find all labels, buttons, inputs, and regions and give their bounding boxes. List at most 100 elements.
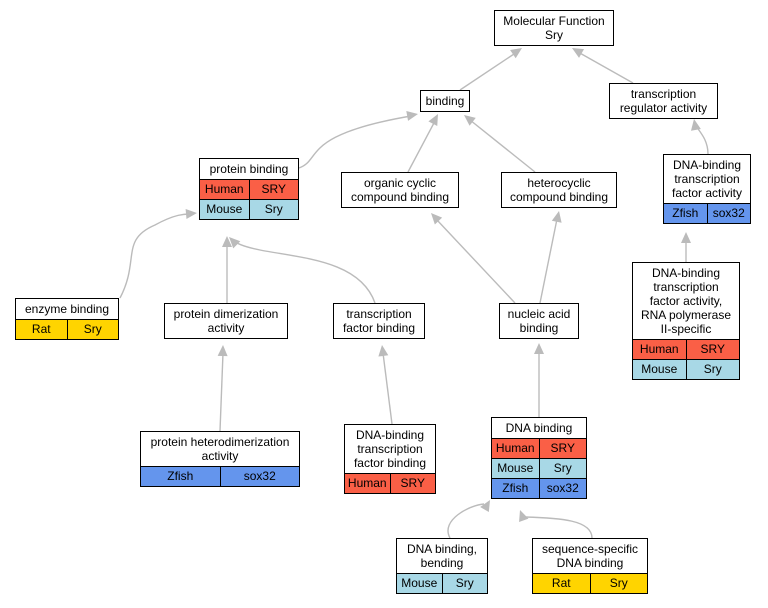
gene-cell: SRY [685,340,739,359]
species-cell: Zfish [492,479,539,498]
annotation-row: Mouse Sry [397,573,487,593]
edge [447,503,485,539]
edge-arrowhead [217,345,228,357]
edge-arrowhead [464,115,476,126]
edge [298,115,412,169]
species-cell: Mouse [200,200,249,219]
annotation-row: Zfish sox32 [141,466,299,486]
annotation-row: Human SRY [200,179,298,199]
edge-arrowhead [428,114,438,127]
edge [695,125,709,155]
annotation-row: Human SRY [633,339,739,359]
gene-cell: Sry [66,320,118,339]
node-label: protein heterodimerization activity [150,435,290,463]
node-nucleic-acid-binding[interactable]: nucleic acid binding [499,303,579,339]
annotation-row: Human SRY [345,473,435,493]
node-label: DNA-binding transcription factor binding [353,428,427,470]
node-enzyme-binding[interactable]: enzyme binding Rat Sry [15,298,119,340]
node-dna-binding[interactable]: DNA binding Human SRY Mouse Sry Zfish so… [491,417,587,499]
node-label: sequence-specific DNA binding [541,542,639,570]
edge [577,51,634,84]
gene-cell: sox32 [538,479,586,498]
node-transcription-factor-binding[interactable]: transcription factor binding [333,303,425,339]
edge [436,219,516,304]
node-organic-cyclic-compound-binding[interactable]: organic cyclic compound binding [341,172,459,208]
gene-cell: sox32 [706,204,750,223]
edge-arrowhead [510,48,522,59]
node-label: protein binding [209,162,289,176]
species-cell: Zfish [141,467,220,486]
node-protein-heterodimerization-activity[interactable]: protein heterodimerization activity Zfis… [140,431,300,487]
species-cell: Zfish [664,204,707,223]
annotation-row: Mouse Sry [633,359,739,379]
node-protein-dimerization-activity[interactable]: protein dimerization activity [164,303,288,339]
edge [539,218,558,304]
node-protein-binding[interactable]: protein binding Human SRY Mouse Sry [199,158,299,220]
edge-arrowhead [406,110,418,121]
edge [524,516,593,539]
node-label: protein dimerization activity [173,307,279,335]
gene-cell: SRY [389,474,435,493]
node-label: organic cyclic compound binding [350,176,450,204]
gene-cell: Sry [538,459,586,478]
node-dna-binding-tf-activity-rna-polymerase-ii-specific[interactable]: DNA-binding transcription factor activit… [632,262,740,380]
gene-cell: Sry [441,574,487,593]
node-label: Molecular Function Sry [503,14,605,42]
node-dna-binding-transcription-factor-binding[interactable]: DNA-binding transcription factor binding… [344,424,436,494]
annotation-row: Zfish sox32 [492,478,586,498]
edge-arrowhead [480,500,490,513]
species-cell: Rat [533,574,590,593]
species-cell: Rat [16,320,67,339]
species-cell: Mouse [492,459,539,478]
node-molecular-function[interactable]: Molecular Function Sry [494,10,614,46]
gene-cell: SRY [538,439,586,458]
species-cell: Mouse [633,360,686,379]
edge-arrowhead [572,48,585,58]
annotation-row: Mouse Sry [492,458,586,478]
edge-arrowhead [229,237,241,249]
species-cell: Human [345,474,390,493]
edge-arrowhead [378,345,389,357]
edge [407,120,436,173]
edge [231,239,376,304]
node-label: nucleic acid binding [507,307,571,335]
node-label: transcription factor binding [342,307,416,335]
node-label: binding [425,94,465,108]
node-label: DNA-binding transcription factor activit… [671,158,743,200]
species-cell: Human [200,180,249,199]
node-label: heterocyclic compound binding [509,176,609,204]
edge-arrowhead [431,213,443,225]
species-cell: Human [492,439,539,458]
edge-arrowhead [534,343,544,354]
edge-arrowhead [222,236,232,247]
node-heterocyclic-compound-binding[interactable]: heterocyclic compound binding [501,172,617,208]
gene-cell: Sry [589,574,647,593]
edge [119,213,191,299]
gene-cell: Sry [685,360,739,379]
edge-arrowhead [519,510,529,523]
node-label: DNA-binding transcription factor activit… [640,266,732,336]
gene-cell: sox32 [219,467,299,486]
node-dna-binding-bending[interactable]: DNA binding, bending Mouse Sry [396,538,488,594]
edge [382,352,393,425]
edge-arrowhead [690,119,701,131]
annotation-row: Rat Sry [533,573,647,593]
species-cell: Human [633,340,686,359]
node-label: DNA binding [505,421,573,435]
edge [469,119,536,173]
node-dna-binding-transcription-factor-activity[interactable]: DNA-binding transcription factor activit… [663,154,751,224]
gene-cell: SRY [248,180,298,199]
annotation-row: Human SRY [492,438,586,458]
annotation-row: Zfish sox32 [664,203,750,223]
node-label: DNA binding, bending [406,542,478,570]
node-sequence-specific-dna-binding[interactable]: sequence-specific DNA binding Rat Sry [532,538,648,594]
edge-arrowhead [185,208,197,219]
node-transcription-regulator-activity[interactable]: transcription regulator activity [609,83,718,119]
gene-cell: Sry [248,200,298,219]
node-binding[interactable]: binding [420,90,470,112]
edge-arrowhead [551,211,562,223]
species-cell: Mouse [397,574,442,593]
node-label: enzyme binding [24,302,110,316]
edge-arrowhead [681,232,691,243]
